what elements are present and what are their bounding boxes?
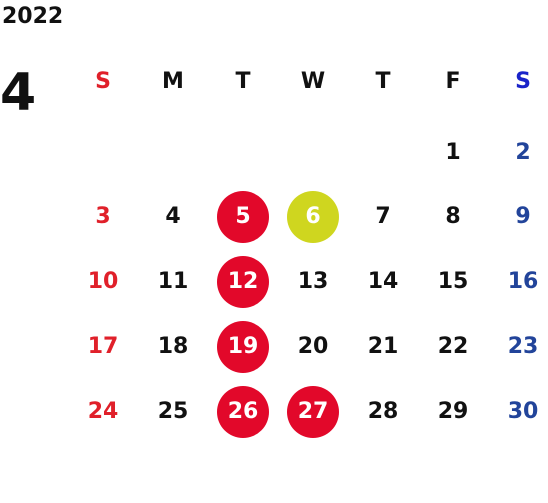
weekday-thursday: T — [348, 56, 418, 106]
day-cell-5[interactable]: 5 — [208, 191, 278, 243]
day-cell-1[interactable]: 1 — [418, 127, 488, 177]
day-cell-29[interactable]: 29 — [418, 386, 488, 436]
day-number: 26 — [227, 398, 259, 424]
weekday-label: M — [162, 68, 184, 94]
day-number: 5 — [235, 203, 251, 229]
day-cell-11[interactable]: 11 — [138, 256, 208, 306]
day-cell-23[interactable]: 23 — [488, 321, 548, 371]
weekday-wednesday: W — [278, 56, 348, 106]
day-number: 30 — [507, 398, 539, 424]
day-cell-6[interactable]: 6 — [278, 191, 348, 243]
week-row: 24 25 26 27 28 29 30 — [68, 386, 548, 438]
year-label: 2022 — [2, 4, 64, 29]
day-cell-16[interactable]: 16 — [488, 256, 548, 306]
day-cell-25[interactable]: 25 — [138, 386, 208, 436]
day-number: 6 — [305, 203, 321, 229]
day-cell-13[interactable]: 13 — [278, 256, 348, 306]
day-number: 1 — [445, 139, 461, 165]
day-cell-24[interactable]: 24 — [68, 386, 138, 436]
week-row: 3 4 5 6 7 8 9 — [68, 191, 548, 243]
day-number: 11 — [157, 268, 189, 294]
day-cell-4[interactable]: 4 — [138, 191, 208, 241]
day-number: 14 — [367, 268, 399, 294]
day-cell-20[interactable]: 20 — [278, 321, 348, 371]
day-cell-8[interactable]: 8 — [418, 191, 488, 241]
day-number: 29 — [437, 398, 469, 424]
day-number: 9 — [515, 203, 531, 229]
weekday-label: T — [375, 68, 391, 94]
day-cell-3[interactable]: 3 — [68, 191, 138, 241]
day-cell-18[interactable]: 18 — [138, 321, 208, 371]
day-number: 8 — [445, 203, 461, 229]
weekday-sunday: S — [68, 56, 138, 106]
day-number: 3 — [95, 203, 111, 229]
weekday-label: S — [95, 68, 111, 94]
day-number: 19 — [227, 333, 259, 359]
day-cell-2[interactable]: 2 — [488, 127, 548, 177]
day-number: 25 — [157, 398, 189, 424]
day-cell-27[interactable]: 27 — [278, 386, 348, 438]
day-cell-19[interactable]: 19 — [208, 321, 278, 373]
weekday-saturday: S — [488, 56, 548, 106]
day-cell-22[interactable]: 22 — [418, 321, 488, 371]
day-number: 21 — [367, 333, 399, 359]
day-cell-10[interactable]: 10 — [68, 256, 138, 306]
day-number: 16 — [507, 268, 539, 294]
day-number: 10 — [87, 268, 119, 294]
weekday-friday: F — [418, 56, 488, 106]
day-number: 20 — [297, 333, 329, 359]
day-number: 15 — [437, 268, 469, 294]
day-number: 22 — [437, 333, 469, 359]
day-number: 17 — [87, 333, 119, 359]
week-row: 17 18 19 20 21 22 23 — [68, 321, 548, 373]
day-cell-17[interactable]: 17 — [68, 321, 138, 371]
day-cell-7[interactable]: 7 — [348, 191, 418, 241]
day-cell-30[interactable]: 30 — [488, 386, 548, 436]
weekday-label: W — [300, 68, 326, 94]
day-cell-14[interactable]: 14 — [348, 256, 418, 306]
day-cell-15[interactable]: 15 — [418, 256, 488, 306]
day-number: 23 — [507, 333, 539, 359]
day-cell-21[interactable]: 21 — [348, 321, 418, 371]
day-number: 24 — [87, 398, 119, 424]
day-number: 12 — [227, 268, 259, 294]
weekday-label: S — [515, 68, 531, 94]
day-number: 27 — [297, 398, 329, 424]
day-number: 13 — [297, 268, 329, 294]
weekday-label: T — [235, 68, 251, 94]
week-row: 10 11 12 13 14 15 16 — [68, 256, 548, 308]
day-cell-12[interactable]: 12 — [208, 256, 278, 308]
day-cell-9[interactable]: 9 — [488, 191, 548, 241]
day-number: 18 — [157, 333, 189, 359]
day-number: 28 — [367, 398, 399, 424]
month-label: 4 — [0, 63, 37, 123]
day-number: 4 — [165, 203, 181, 229]
weekday-tuesday: T — [208, 56, 278, 106]
day-cell-26[interactable]: 26 — [208, 386, 278, 438]
day-cell-28[interactable]: 28 — [348, 386, 418, 436]
weekday-monday: M — [138, 56, 208, 106]
weekday-label: F — [445, 68, 461, 94]
day-number: 7 — [375, 203, 391, 229]
day-number: 2 — [515, 139, 531, 165]
